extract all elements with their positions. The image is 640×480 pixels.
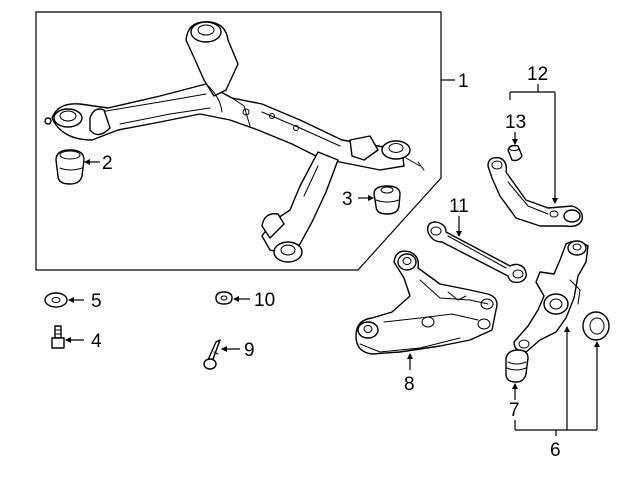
trailing-link[interactable] [426, 221, 527, 284]
callout-11: 11 [449, 196, 469, 217]
lower-control-arm[interactable] [355, 250, 498, 355]
nut[interactable] [215, 291, 233, 305]
leader-lines [65, 79, 600, 436]
subframe-bushing[interactable] [55, 149, 85, 185]
callout-7: 7 [509, 400, 520, 421]
callout-1: 1 [458, 71, 469, 92]
crossmember-subframe[interactable] [44, 21, 425, 263]
upper-arm-bushing[interactable] [507, 144, 523, 162]
knuckle-seal[interactable] [582, 311, 610, 341]
upper-control-arm[interactable] [487, 156, 583, 228]
bolt[interactable] [51, 325, 65, 349]
callout-2: 2 [102, 153, 113, 174]
callout-12: 12 [527, 64, 548, 85]
adjuster-bolt[interactable] [203, 339, 221, 370]
knuckle-assembly[interactable] [513, 240, 589, 353]
subframe-mount[interactable] [373, 185, 401, 215]
knuckle-bushing[interactable] [505, 349, 529, 383]
washer[interactable] [44, 292, 68, 308]
callout-8: 8 [404, 374, 415, 395]
callout-5: 5 [91, 291, 102, 312]
callout-9: 9 [244, 340, 255, 361]
callout-4: 4 [91, 331, 102, 352]
callout-13: 13 [505, 112, 526, 133]
callout-6: 6 [550, 440, 561, 461]
callout-3: 3 [342, 189, 353, 210]
subframe-inset-box [35, 11, 442, 271]
callout-10: 10 [254, 290, 275, 311]
